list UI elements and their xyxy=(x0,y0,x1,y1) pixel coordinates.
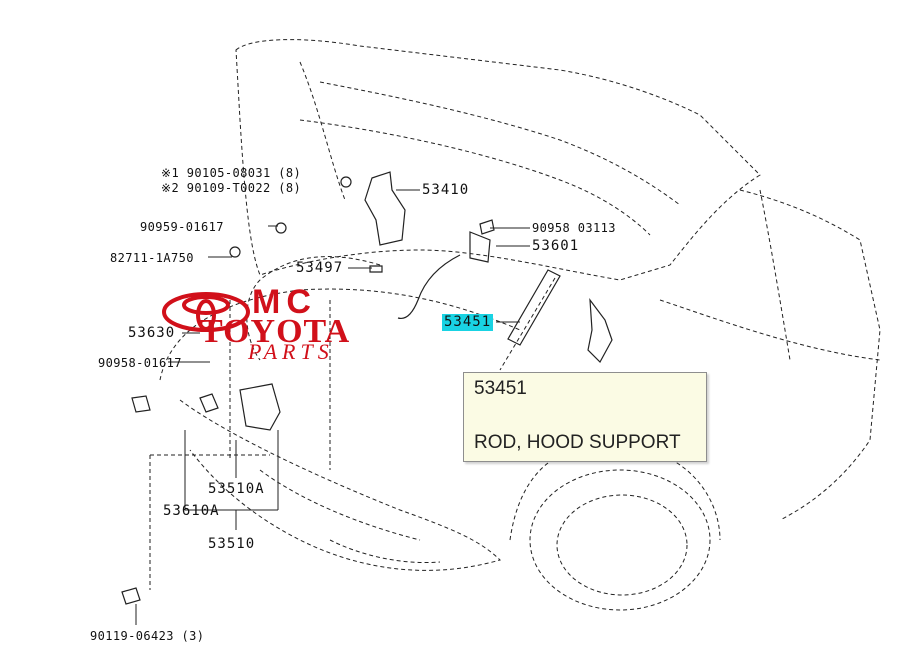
part-label-53510A[interactable]: 53510A xyxy=(208,481,265,497)
hood-panel-left xyxy=(299,61,346,201)
release-cable xyxy=(397,254,461,320)
part-label-53630[interactable]: 53630 xyxy=(128,325,176,341)
part-label-82711-1A750[interactable]: 82711-1A750 xyxy=(110,251,194,265)
front-edge xyxy=(159,288,521,381)
part-label-90958-03113[interactable]: 90958 03113 xyxy=(532,221,616,235)
body-line-upper xyxy=(659,299,881,361)
seal-53497 xyxy=(369,265,383,273)
stop-90958 xyxy=(479,219,495,235)
tooltip-part-number: 53451 xyxy=(474,378,527,399)
bracket-53601 xyxy=(469,231,491,263)
toyota-emblem-icon xyxy=(162,292,250,332)
part-tooltip: 53451 ROD, HOOD SUPPORT xyxy=(463,372,707,462)
clip-left xyxy=(131,395,151,413)
latch-guide xyxy=(149,454,270,590)
part-label-53610A[interactable]: 53610A xyxy=(163,503,220,519)
bumper-outline xyxy=(179,399,501,571)
part-label-90119-06423[interactable]: 90119-06423 (3) xyxy=(90,629,205,643)
tooltip-part-description: ROD, HOOD SUPPORT xyxy=(474,432,681,453)
mc-toyota-parts-logo: MC TOYOTA PARTS xyxy=(160,283,400,367)
hood-outline xyxy=(235,39,761,281)
grommet-bottom xyxy=(121,587,141,605)
support-rod-cylinder xyxy=(507,269,561,346)
hinge-53410 xyxy=(364,171,406,246)
logo-text-toyota: TOYOTA xyxy=(200,313,351,350)
part-label-53410[interactable]: 53410 xyxy=(422,182,470,198)
wheel xyxy=(529,469,711,611)
windshield-line xyxy=(759,189,791,361)
hood-inner-panel xyxy=(299,119,651,236)
striker xyxy=(199,393,219,413)
part-label-53497[interactable]: 53497 xyxy=(296,260,344,276)
support-rod-body xyxy=(499,277,556,371)
cable-route xyxy=(246,256,381,361)
hood-crease xyxy=(319,81,681,206)
hinge-53601-lower xyxy=(587,298,613,363)
part-label-53601[interactable]: 53601 xyxy=(532,238,580,254)
wheel-inner xyxy=(556,494,688,596)
part-label-90959-01617[interactable]: 90959-01617 xyxy=(140,220,224,234)
part-label-53510[interactable]: 53510 xyxy=(208,536,256,552)
part-label-53451-highlighted[interactable]: 53451 xyxy=(442,314,494,331)
grommet-82711 xyxy=(229,246,241,258)
note-bolt-2: ※2 90109-T0022 (8) xyxy=(161,181,302,195)
grille-line xyxy=(259,469,421,541)
headlight xyxy=(329,539,441,564)
logo-text-mc: MC xyxy=(252,283,317,321)
radiator-support xyxy=(229,300,331,470)
clip-90959 xyxy=(275,222,287,234)
logo-text-parts: PARTS xyxy=(248,339,334,364)
part-label-90958-01617[interactable]: 90958-01617 xyxy=(98,356,182,370)
note-bolt-1: ※1 90105-08031 (8) xyxy=(161,166,302,180)
bolt-top xyxy=(340,176,352,188)
latch-assembly xyxy=(239,383,281,431)
fender-outline xyxy=(739,189,881,521)
